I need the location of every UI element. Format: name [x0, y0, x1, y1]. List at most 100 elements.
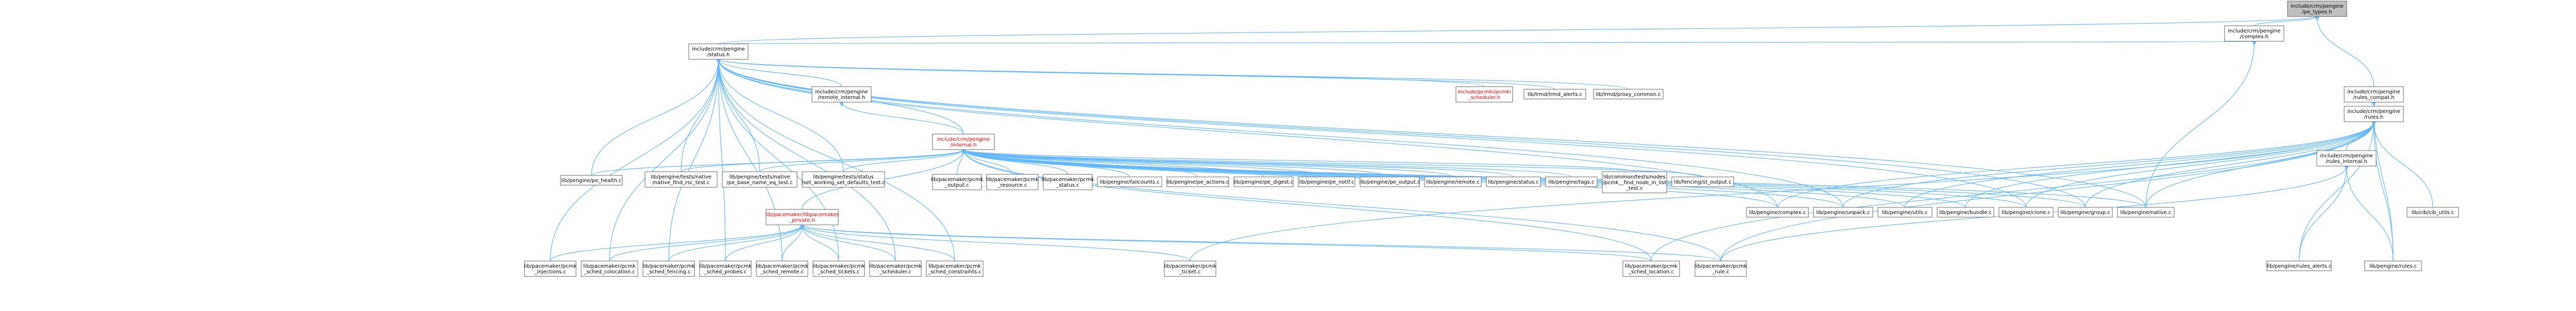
edge-status_h-to-sched_remote [716, 59, 783, 261]
node-box [932, 134, 995, 150]
dependency-edge [668, 59, 721, 261]
file-node-pe-types[interactable]: include/crm/pengine/pe_types.h [2287, 1, 2347, 17]
dependency-edge [681, 59, 721, 172]
file-node-bundle-c[interactable]: lib/pengine/bundle.c [1937, 207, 1994, 218]
dependency-edge [2145, 41, 2257, 208]
file-node-utils-c[interactable]: lib/pengine/utils.c [1877, 207, 1933, 218]
file-node-complex-c[interactable]: lib/pengine/complex.c [1746, 207, 1809, 218]
file-node-sched-constraints[interactable]: lib/pacemaker/pcmk_sched_constraints.c [926, 260, 984, 277]
file-node-sched-probes[interactable]: lib/pacemaker/pcmk_sched_probes.c [699, 260, 752, 277]
file-node-proxy-common[interactable]: lib/lrmd/proxy_common.c [1593, 89, 1664, 100]
node-box [1043, 174, 1093, 190]
file-node-pe-actions[interactable]: lib/pengine/pe_actions.c [1166, 176, 1229, 187]
file-node-native-find-rsc[interactable]: lib/pengine/tests/native/native_find_rsc… [645, 171, 718, 188]
edge-pacemaker_private-to-sched_fencing [668, 224, 805, 261]
edge-rules_internal-to-rules_c [2344, 166, 2394, 261]
file-node-sched-colocation[interactable]: lib/pacemaker/pcmk_sched_colocation.c [581, 260, 638, 277]
edge-status_h-to-group_c [716, 59, 2086, 208]
file-node-failcounts[interactable]: lib/pengine/failcounts.c [1097, 176, 1162, 187]
edge-status_h-to-native_find_rsc [681, 59, 721, 172]
node-label: lib/lrmd/proxy_common.c [1596, 92, 1661, 97]
file-node-cib-utils[interactable]: lib/cib/cib_utils.c [2406, 207, 2459, 218]
file-node-status-c[interactable]: lib/pengine/status.c [1486, 176, 1541, 187]
file-node-tags-c[interactable]: lib/pengine/tags.c [1545, 176, 1598, 187]
file-node-mgmt-output[interactable]: lib/fencing/st_output.c [1671, 176, 1734, 187]
node-box [1424, 176, 1482, 187]
node-box [1671, 176, 1734, 187]
file-node-group-c[interactable]: lib/pengine/group.c [2058, 207, 2113, 218]
file-node-rules-internal[interactable]: include/crm/pengine/rules_internal.h [2316, 150, 2377, 167]
node-label: lib/pacemaker/pcmk [1694, 264, 1747, 269]
edge-pacemaker_private-to-pcmk_scheduler [800, 224, 896, 261]
file-node-internal-h[interactable]: include/crm/pengine/internal.h [932, 134, 995, 150]
file-node-pe-notif[interactable]: lib/pengine/pe_notif.c [1298, 176, 1355, 187]
file-node-pacemaker-private[interactable]: lib/pacemaker/libpacemaker_private.h [766, 209, 839, 225]
dependency-edge [1651, 121, 2376, 261]
file-node-rules-compat[interactable]: include/crm/pengine/rules_compat.h [2344, 86, 2404, 103]
file-node-sched-fencing[interactable]: lib/pacemaker/pcmk_sched_fencing.c [642, 260, 695, 277]
node-label: lib/pacemaker/pcmk [642, 264, 695, 269]
dependency-edge [668, 224, 805, 261]
file-node-lrmd-alerts[interactable]: lib/lrmd/lrmd_alerts.c [1523, 89, 1586, 100]
edge-rules_h-to-group_c [2084, 121, 2376, 208]
file-node-remote-internal[interactable]: include/crm/pengine/remote_internal.h [811, 86, 872, 103]
node-box [1233, 176, 1294, 187]
dependency-edge [2253, 16, 2319, 26]
node-box [1164, 260, 1216, 277]
edge-internal_h-to-set_working [843, 149, 966, 172]
node-label: _sched_probes.c [704, 269, 747, 275]
file-node-pcmk-output[interactable]: lib/pacemaker/pcmk_output.c [931, 174, 984, 190]
node-label: lib/common/tests/nodes [1603, 174, 1665, 180]
file-node-injections[interactable]: lib/pacemaker/pcmk_injections.c [524, 260, 577, 277]
file-node-pcmk-status[interactable]: lib/pacemaker/pcmk_status.c [1042, 174, 1094, 190]
node-label: lib/pengine/bundle.c [1939, 210, 1992, 216]
dependency-edge [2315, 16, 2375, 87]
file-node-rules-alerts[interactable]: lib/pengine/rules_alerts.c [2266, 260, 2332, 271]
file-node-pe-health[interactable]: lib/pengine/pe_health.c [560, 175, 623, 186]
file-node-pe-digest[interactable]: lib/pengine/pe_digest.c [1233, 176, 1294, 187]
node-label: lib/pacemaker/pcmk [699, 264, 752, 269]
edge-status_h-to-unpack_c [716, 59, 1844, 208]
file-node-pcmk-rule[interactable]: lib/pacemaker/pcmk_rule.c [1694, 260, 1747, 277]
file-node-status-h[interactable]: include/crm/pengine/status.h [688, 43, 749, 60]
file-node-sched-tickets[interactable]: lib/pacemaker/pcmk_sched_tickets.c [812, 260, 865, 277]
file-node-set-working[interactable]: lib/pengine/tests/status/set_working_set… [802, 171, 885, 188]
file-node-clone-c[interactable]: lib/pengine/clone.c [1998, 207, 2054, 218]
edge-status_h-to-sched_probes [716, 59, 726, 261]
file-node-pe-output[interactable]: lib/pengine/pe_output.c [1359, 176, 1420, 187]
file-nodes: include/crm/pengine/pe_types.hinclude/cr… [524, 1, 2459, 277]
file-node-pcmk-scheduler[interactable]: lib/pacemaker/pcmk_scheduler.c [869, 260, 922, 277]
file-node-pcmk-sched-h[interactable]: include/pcmki/pcmki_scheduler.h [1455, 86, 1513, 103]
edge-rules_h-to-utils_c [1904, 121, 2376, 208]
edge-pacemaker_private-to-sched_remote [782, 224, 805, 261]
file-node-sched-location[interactable]: lib/pacemaker/pcmk_sched_location.c [1622, 260, 1680, 277]
file-node-pcmk-find-node[interactable]: lib/common/tests/nodes/pcmk__find_node_i… [1602, 171, 1667, 193]
node-box [524, 260, 577, 277]
dependency-edge [2344, 166, 2394, 261]
file-node-native-c[interactable]: lib/pengine/native.c [2117, 207, 2175, 218]
dependency-edge [2371, 121, 2394, 261]
dependency-edge [716, 59, 726, 261]
file-node-complex-h[interactable]: include/crm/pengine/complex.h [2224, 25, 2284, 42]
node-label: lib/pacemaker/pcmk [931, 177, 984, 183]
edge-complex_h-to-status_h [718, 39, 2256, 44]
dependency-edge [716, 59, 760, 172]
file-node-remote-c[interactable]: lib/pengine/remote.c [1424, 176, 1482, 187]
node-label: include/crm/pengine [2320, 153, 2373, 159]
node-label: lib/pacemaker/pcmk [524, 264, 577, 269]
edge-internal_h-to-pcmk_rule [961, 149, 1721, 261]
edge-status_h-to-sched_colocation [609, 59, 721, 261]
file-node-rules-c[interactable]: lib/pengine/rules.c [2364, 260, 2422, 271]
file-node-rules-h[interactable]: include/crm/pengine/rules.h [2344, 106, 2404, 122]
file-node-unpack-c[interactable]: lib/pengine/unpack.c [1813, 207, 1873, 218]
file-node-pe-base-name[interactable]: lib/pengine/tests/native/pe_base_name_eq… [722, 171, 798, 188]
file-node-pcmk-ticket[interactable]: lib/pacemaker/pcmk_ticket.c [1164, 260, 1216, 277]
node-label: lib/pengine/status.c [1488, 179, 1539, 185]
node-box [560, 175, 623, 186]
edge-rules_h-to-rules_c [2371, 121, 2394, 261]
file-node-sched-remote[interactable]: lib/pacemaker/pcmk_sched_remote.c [756, 260, 808, 277]
node-box [1166, 176, 1229, 187]
node-box [2344, 106, 2404, 122]
file-node-pcmk-resource[interactable]: lib/pacemaker/pcmk_resource.c [986, 174, 1039, 190]
node-box [1694, 260, 1747, 277]
